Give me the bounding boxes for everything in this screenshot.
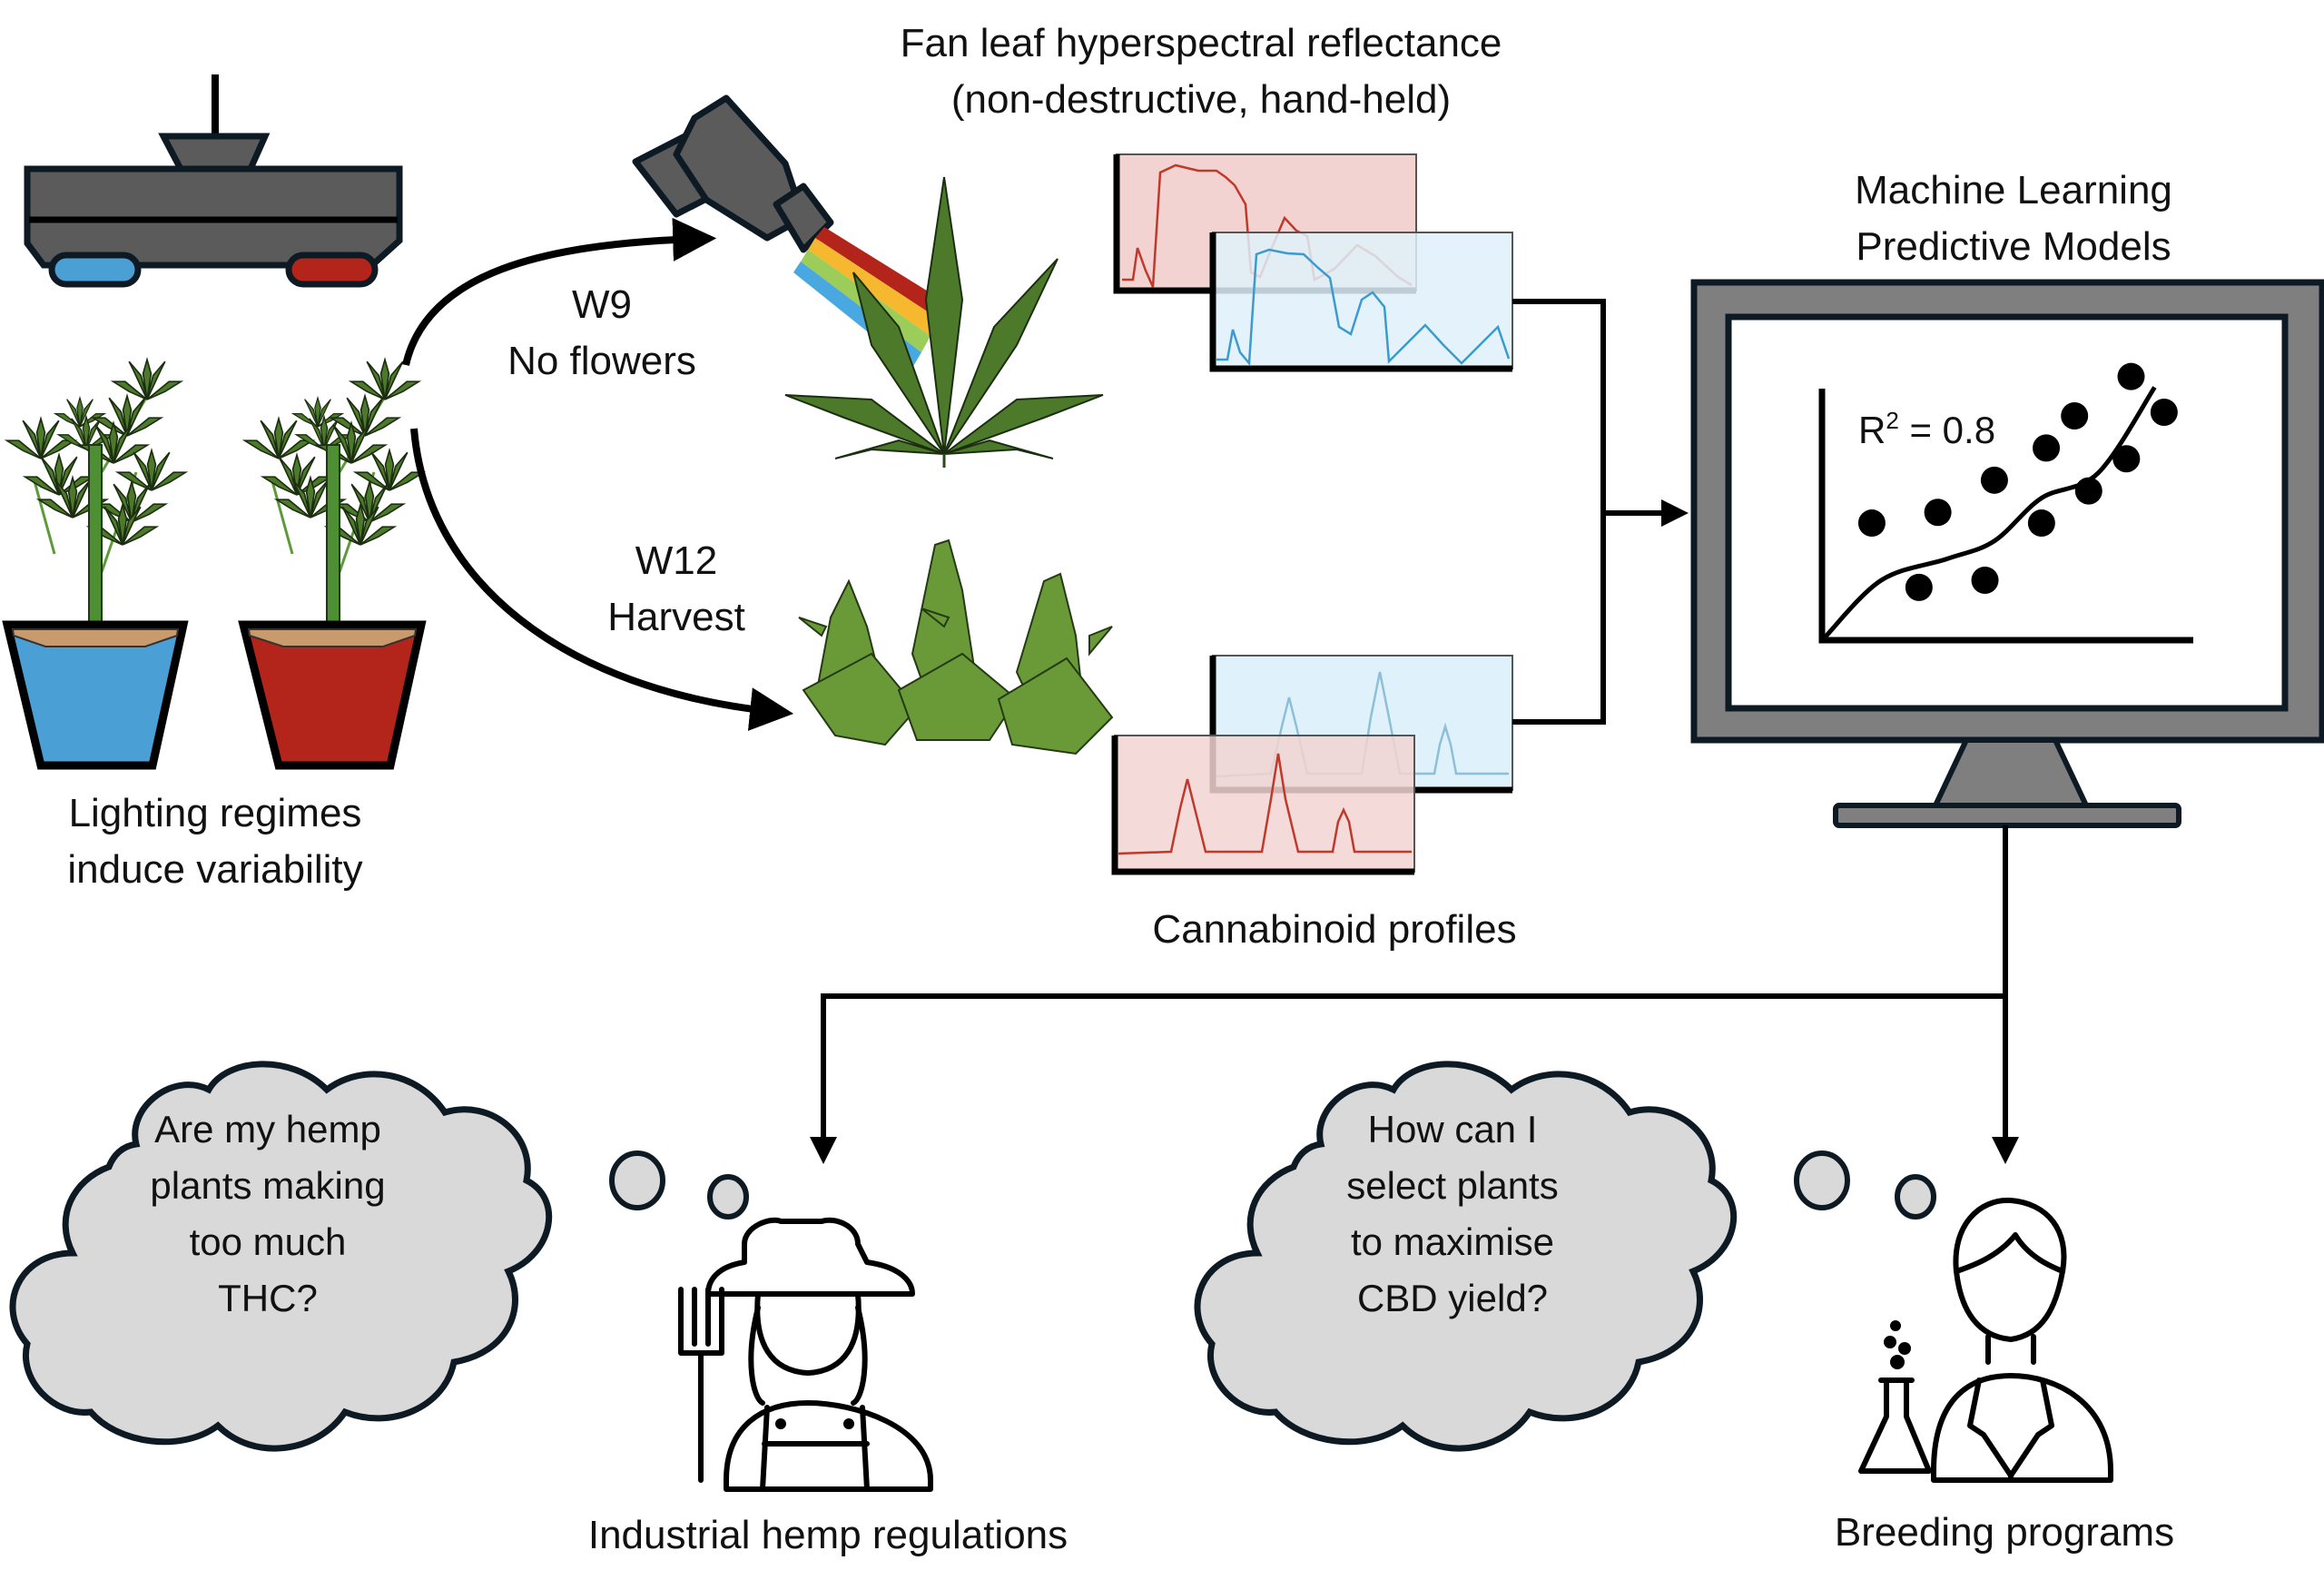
breeder-thought-cloud <box>1194 1061 1936 1452</box>
farmer-caption: Industrial hemp regulations <box>588 1513 1068 1557</box>
growth-caption-line1: Lighting regimes <box>69 791 362 835</box>
ml-title-line1: Machine Learning <box>1855 168 2172 212</box>
blue-pot-plant-icon <box>2 359 189 770</box>
ml-scatter-chart: R2 = 0.8 <box>1818 362 2193 644</box>
farmer-thought-line2: plants making <box>150 1164 385 1207</box>
scatter-point-3 <box>1971 567 1999 595</box>
red-led-icon <box>285 252 379 288</box>
scatter-point-6 <box>2033 434 2061 462</box>
w9-arrow <box>402 217 717 366</box>
hyperspectral-title-line2: (non-destructive, hand-held) <box>951 77 1451 122</box>
spectra-connector <box>1512 299 1606 725</box>
flower-buds-icon <box>798 538 1114 755</box>
w12-stage-label: Harvest <box>607 595 745 639</box>
growth-caption-line2: induce variability <box>67 847 362 892</box>
scatter-point-2 <box>1924 499 1952 527</box>
breeder-caption: Breeding programs <box>1835 1510 2174 1555</box>
ml-title-line2: Predictive Models <box>1856 224 2171 269</box>
breeder-thought-line2: select plants <box>1346 1164 1558 1207</box>
spectrometer-icon <box>632 94 834 253</box>
chart-axes <box>1818 389 2193 644</box>
scatter-point-0 <box>1857 509 1886 538</box>
fan-leaf-icon <box>784 176 1104 468</box>
breeder-thought-line4: CBD yield? <box>1357 1277 1548 1319</box>
r-squared-annotation: R2 = 0.8 <box>1858 407 1995 451</box>
farmer-thought-line3: too much <box>190 1220 347 1263</box>
hyperspectral-title-line1: Fan leaf hyperspectral reflectance <box>901 21 1502 65</box>
scatter-point-5 <box>2027 509 2055 538</box>
farmer-thought-cloud <box>9 1061 749 1452</box>
output-connector <box>810 825 2008 1164</box>
scatter-point-9 <box>2112 445 2141 473</box>
scatter-point-8 <box>2074 477 2102 505</box>
reflectance-spectrum-blue <box>1209 232 1513 372</box>
breeder-thought-line3: to maximise <box>1351 1220 1554 1263</box>
scatter-point-1 <box>1905 573 1933 601</box>
cannabinoid-caption: Cannabinoid profiles <box>1152 907 1516 952</box>
scatter-point-11 <box>2150 399 2178 427</box>
w9-week-label: W9 <box>572 282 632 327</box>
monitor-icon <box>1690 279 2324 828</box>
scientist-icon <box>1858 1197 2113 1483</box>
w12-week-label: W12 <box>635 538 717 583</box>
grow-light-icon <box>24 74 403 288</box>
farmer-icon <box>678 1217 933 1492</box>
scatter-point-4 <box>1980 466 2008 494</box>
blue-led-icon <box>48 252 142 288</box>
chromatogram-red <box>1111 735 1415 875</box>
scatter-point-7 <box>2061 401 2089 430</box>
farmer-thought-line1: Are my hemp <box>154 1108 381 1150</box>
fit-curve <box>1823 386 2157 639</box>
w12-arrow <box>410 428 794 731</box>
red-pot-plant-icon <box>238 360 427 770</box>
scatter-point-10 <box>2117 362 2145 390</box>
farmer-thought-line4: THC? <box>218 1277 318 1319</box>
w9-stage-label: No flowers <box>507 339 696 383</box>
breeder-thought-line1: How can I <box>1368 1108 1538 1150</box>
